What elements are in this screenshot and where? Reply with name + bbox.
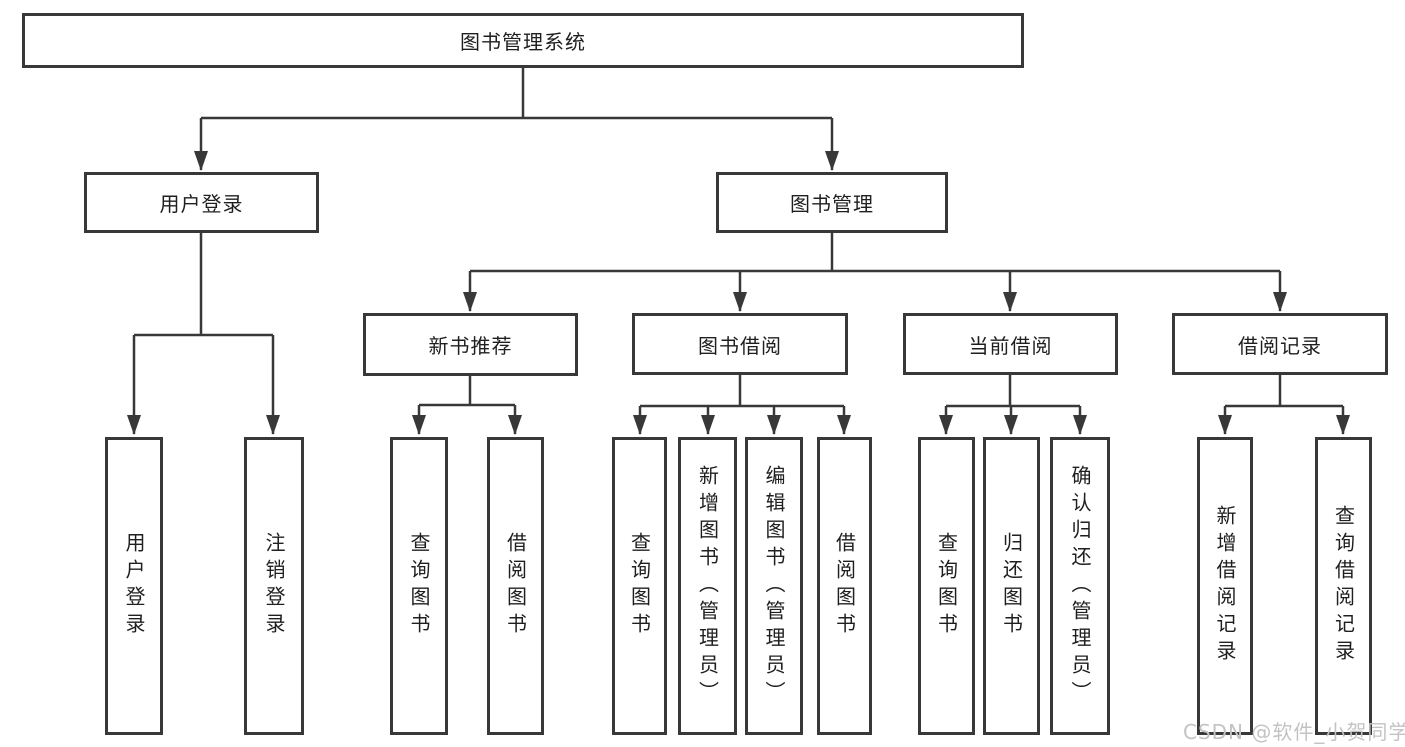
leaf-logout-login: 注销登录 [244,437,304,735]
leaf-add-books-admin: 新增图书（管理员） [678,437,737,735]
leaf-borrow-books: 借阅图书 [487,437,544,735]
node-user-login: 用户登录 [84,172,319,233]
leaf-query-books: 查询图书 [390,437,448,735]
leaf-borrow-books-2: 借阅图书 [817,437,872,735]
node-book-management: 图书管理 [716,172,948,233]
leaf-user-login: 用户登录 [105,437,163,735]
leaf-return-books: 归还图书 [983,437,1040,735]
node-new-book-recommend: 新书推荐 [363,313,578,376]
csdn-watermark: CSDN @软件_小贺同学 [1183,720,1405,744]
node-borrow-records: 借阅记录 [1172,313,1388,375]
node-current-borrow: 当前借阅 [903,313,1118,375]
leaf-query-books-3: 查询图书 [918,437,975,735]
leaf-add-borrow-record: 新增借阅记录 [1197,437,1253,735]
leaf-edit-books-admin: 编辑图书（管理员） [745,437,803,735]
leaf-confirm-return-admin: 确认归还（管理员） [1050,437,1110,735]
leaf-query-books-2: 查询图书 [612,437,667,735]
leaf-query-borrow-record: 查询借阅记录 [1315,437,1372,735]
node-library-management-system: 图书管理系统 [22,13,1024,68]
node-book-borrow: 图书借阅 [632,313,848,375]
